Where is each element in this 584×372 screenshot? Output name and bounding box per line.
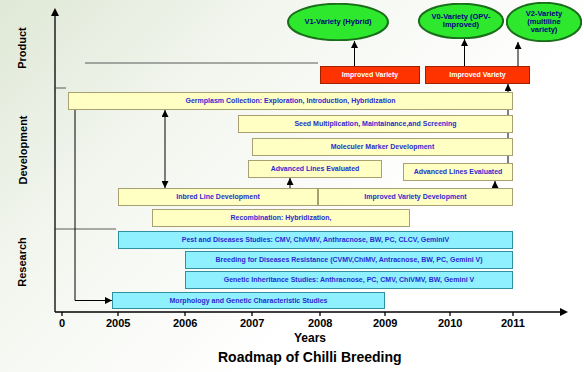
year-tick-label: 2005 (106, 317, 130, 329)
development-bar: Germplasm Collection: Exploration, Intro… (68, 92, 513, 110)
node-label: V1-Variety (Hybrid) (304, 18, 371, 26)
node-label: Germplasm Collection: Exploration, Intro… (185, 97, 395, 105)
research-bar: Morphology and Genetic Characteristic St… (112, 292, 385, 309)
research-bar: Genetic Inheritance Studies: Anthracnose… (185, 271, 513, 289)
connector-arrow (165, 110, 166, 188)
year-tick-label: 2010 (438, 317, 462, 329)
year-tick-label: 2007 (240, 317, 264, 329)
node-label: Advanced Lines Evaluated (414, 168, 503, 176)
node-label: Pest and Diseases Studies: CMV, ChiVMV, … (182, 236, 449, 244)
development-bar: Recombination: Hybridization, (152, 209, 410, 227)
node-label: Inbred Line Development (176, 193, 260, 201)
connector-arrow (290, 178, 291, 188)
axis-title: Years (294, 331, 326, 345)
development-bar: Seed Multiplication, Maintainance,and Sc… (238, 115, 513, 133)
year-tick-label: 2008 (308, 317, 332, 329)
year-tick-label: 2006 (173, 317, 197, 329)
research-bar: Pest and Diseases Studies: CMV, ChiVMV, … (118, 231, 513, 249)
axis-section-label: Research (16, 237, 28, 287)
variety-ellipse: V2-Variety (multiline variety) (506, 2, 582, 42)
product-box: Improved Variety (320, 66, 420, 84)
axis-section-label: Development (16, 115, 28, 184)
development-bar: Advanced Lines Evaluated (403, 163, 513, 181)
development-bar: Moleculer Marker Development (252, 138, 513, 156)
development-bar: Inbred Line Development (118, 188, 318, 206)
node-label: Improved Variety (449, 71, 505, 79)
connector-arrow (464, 39, 465, 66)
node-label: Genetic Inheritance Studies: Anthracnose… (224, 276, 475, 284)
node-label: Breeding for Diseases Resistance (CVMV,C… (215, 256, 482, 264)
year-tick-label: 0 (59, 317, 65, 329)
connector-arrow (354, 41, 355, 66)
connector-arrow (495, 181, 496, 188)
node-label: Recombination: Hybridization, (230, 214, 331, 222)
connector-arrow (518, 42, 519, 66)
product-box: Improved Variety (425, 66, 530, 84)
year-tick-label: 2011 (501, 317, 525, 329)
node-label: Improved Variety Development (364, 193, 466, 201)
development-bar: Improved Variety Development (318, 188, 513, 206)
axis-section-label: Product (16, 27, 28, 69)
node-label: V2-Variety (multiline variety) (516, 10, 572, 35)
node-label: V0-Variety (OPV-Improved) (429, 13, 493, 30)
chart-title: Roadmap of Chilli Breeding (218, 349, 402, 365)
connector-arrow (75, 110, 112, 301)
research-bar: Breeding for Diseases Resistance (CVMV,C… (185, 251, 513, 269)
node-label: Morphology and Genetic Characteristic St… (170, 297, 328, 305)
variety-ellipse: V0-Variety (OPV-Improved) (418, 3, 504, 39)
variety-ellipse: V1-Variety (Hybrid) (287, 3, 389, 41)
node-label: Moleculer Marker Development (331, 143, 434, 151)
node-label: Seed Multiplication, Maintainance,and Sc… (294, 120, 456, 128)
development-bar: Advanced Lines Evaluated (248, 160, 382, 178)
year-tick-label: 2009 (373, 317, 397, 329)
node-label: Improved Variety (342, 71, 398, 79)
node-label: Advanced Lines Evaluated (271, 165, 360, 173)
